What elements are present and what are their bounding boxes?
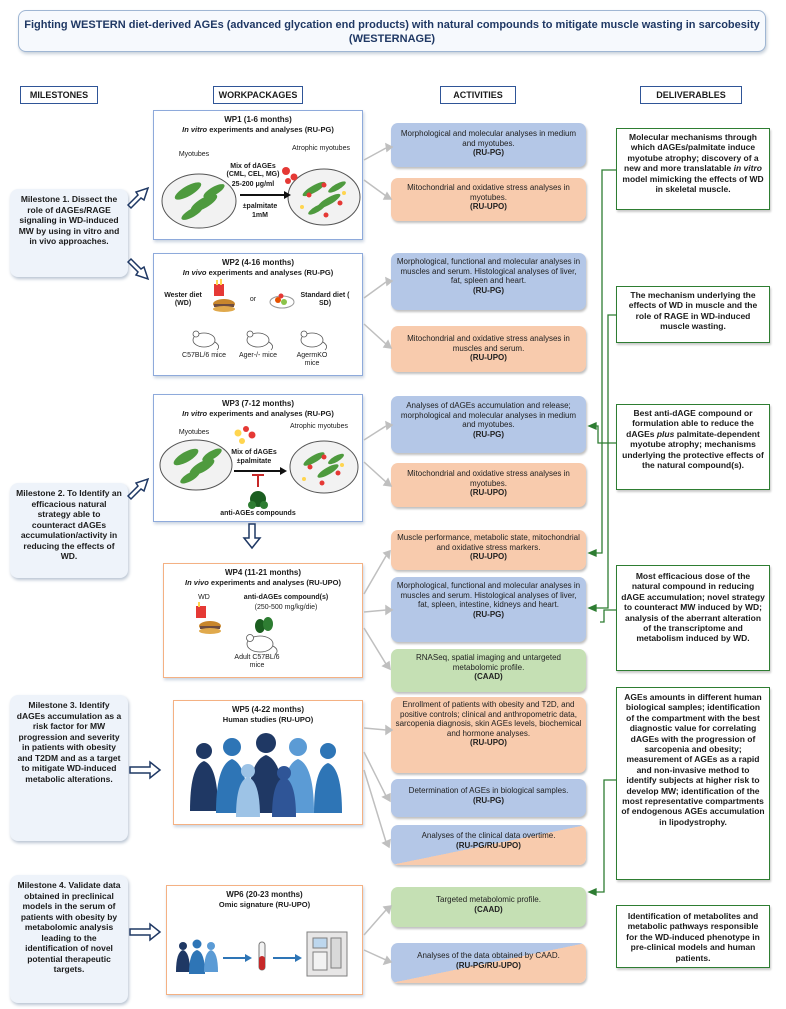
wp6-omics-illustration bbox=[176, 931, 348, 977]
activity-8: Morphological, functional and molecular … bbox=[391, 577, 586, 642]
wp4-anti-label: anti-dAGEs compound(s) bbox=[243, 594, 329, 601]
milestone-3: Milestone 3. Identify dAGEs accumulation… bbox=[10, 695, 128, 841]
activity-11: Determination of AGEs in biological samp… bbox=[391, 779, 586, 817]
wp2-mouse1-label: C57BL/6 mice bbox=[182, 352, 226, 359]
wp1-dose-label: 25-200 μg/ml bbox=[231, 181, 275, 188]
column-workpackages: WORKPACKAGES bbox=[213, 86, 303, 104]
wp4-box: WP4 (11-21 months) In vivo experiments a… bbox=[163, 563, 363, 678]
wp3-mix-label: Mix of dAGEs bbox=[231, 449, 277, 456]
activity-9: RNASeq, spatial imaging and untargeted m… bbox=[391, 649, 586, 692]
page-title: Fighting WESTERN diet-derived AGEs (adva… bbox=[18, 10, 766, 52]
wp3-box: WP3 (7-12 months) In vitro experiments a… bbox=[153, 394, 363, 522]
wp2-mouse2-label: Ager-/- mice bbox=[238, 352, 278, 359]
activity-6: Mitochondrial and oxidative stress analy… bbox=[391, 463, 586, 507]
wp3-subtitle: In vitro experiments and analyses (RU-PG… bbox=[182, 409, 334, 418]
wp4-title: WP4 (11-21 months) bbox=[224, 568, 301, 577]
activity-1: Morphological and molecular analyses in … bbox=[391, 123, 586, 167]
milestone-4: Milestone 4. Validate data obtained in p… bbox=[10, 875, 128, 1003]
wp2-subtitle: In vivo experiments and analyses (RU-PG) bbox=[182, 268, 334, 277]
column-deliverables: DELIVERABLES bbox=[640, 86, 742, 104]
wp1-subtitle: In vitro experiments and analyses (RU-PG… bbox=[182, 125, 334, 134]
activity-10: Enrollment of patients with obesity and … bbox=[391, 697, 586, 773]
wp2-title: WP2 (4-16 months) bbox=[221, 258, 294, 267]
milestone-2: Milestone 2. To Identify an efficacious … bbox=[10, 483, 128, 578]
wp4-mice-label: Adult C57BL/6 mice bbox=[234, 654, 280, 669]
column-activities: ACTIVITIES bbox=[440, 86, 516, 104]
wp5-box: WP5 (4-22 months) Human studies (RU-UPO) bbox=[173, 700, 363, 825]
wp3-myotubes-label: Myotubes bbox=[178, 429, 210, 436]
activity-3: Morphological, functional and molecular … bbox=[391, 253, 586, 310]
wp3-title: WP3 (7-12 months) bbox=[221, 399, 294, 408]
wp3-atrophic-label: Atrophic myotubes bbox=[290, 423, 348, 430]
deliverable-3: Best anti-dAGE compound or formulation a… bbox=[616, 404, 770, 490]
deliverable-4: Most efficacious dose of the natural com… bbox=[616, 565, 770, 671]
wp2-mouse3-label: AgermKO mice bbox=[296, 352, 328, 367]
wp2-sd-label: Standard diet ( SD) bbox=[300, 292, 350, 307]
activity-12: Analyses of the clinical data overtime.(… bbox=[391, 825, 586, 865]
activity-2: Mitochondrial and oxidative stress analy… bbox=[391, 178, 586, 221]
deliverable-2: The mechanism underlying the effects of … bbox=[616, 286, 770, 343]
activity-4: Mitochondrial and oxidative stress analy… bbox=[391, 326, 586, 372]
wp1-palmitate-label: ±palmitate bbox=[242, 203, 278, 210]
wp1-atrophic-label: Atrophic myotubes bbox=[292, 145, 350, 152]
wp1-illustration bbox=[161, 167, 361, 229]
wp5-subtitle: Human studies (RU-UPO) bbox=[222, 715, 314, 724]
activity-7: Muscle performance, metabolic state, mit… bbox=[391, 530, 586, 570]
wp1-box: WP1 (1-6 months) In vitro experiments an… bbox=[153, 110, 363, 240]
wp2-wd-label: Wester diet (WD) bbox=[164, 292, 202, 307]
wp1-title: WP1 (1-6 months) bbox=[224, 115, 292, 124]
deliverable-1: Molecular mechanisms through which dAGEs… bbox=[616, 128, 770, 210]
milestone-1: Milestone 1. Dissect the role of dAGEs/R… bbox=[10, 189, 128, 277]
wp6-box: WP6 (20-23 months) Omic signature (RU-UP… bbox=[166, 885, 363, 995]
wp5-title: WP5 (4-22 months) bbox=[231, 705, 304, 714]
activity-14: Analyses of the data obtained by CAAD.(R… bbox=[391, 943, 586, 983]
wp5-people-illustration bbox=[190, 733, 342, 817]
wp1-mix-label: Mix of dAGEs (CML, CEL, MG) bbox=[226, 163, 280, 178]
wp4-dose-label: (250-500 mg/kg/die) bbox=[254, 604, 318, 611]
activity-5: Analyses of dAGEs accumulation and relea… bbox=[391, 396, 586, 453]
wp4-subtitle: In vivo experiments and analyses (RU-UPO… bbox=[185, 578, 341, 587]
title-line1: Fighting WESTERN diet-derived AGEs (adva… bbox=[24, 19, 760, 31]
wp6-subtitle: Omic signature (RU-UPO) bbox=[218, 900, 311, 909]
wp1-palmitate-dose: 1mM bbox=[252, 212, 268, 219]
wp2-box: WP2 (4-16 months) In vivo experiments an… bbox=[153, 253, 363, 376]
wp4-wd-label: WD bbox=[198, 594, 210, 601]
deliverable-6: Identification of metabolites and metabo… bbox=[616, 905, 770, 968]
column-milestones: MILESTONES bbox=[20, 86, 98, 104]
activity-13: Targeted metabolomic profile.(CAAD) bbox=[391, 887, 586, 927]
wp3-anti-ages-label: anti-AGEs compounds bbox=[220, 510, 296, 517]
wp1-myotubes-label: Myotubes bbox=[178, 151, 210, 158]
deliverable-5: AGEs amounts in different human biologic… bbox=[616, 687, 770, 880]
wp3-palmitate-label: ±palmitate bbox=[236, 458, 272, 465]
wp2-illustration bbox=[192, 279, 327, 351]
wp4-illustration bbox=[196, 602, 278, 656]
title-line2: (WESTERNAGE) bbox=[348, 33, 436, 45]
wp6-title: WP6 (20-23 months) bbox=[226, 890, 303, 899]
wp3-illustration bbox=[159, 426, 359, 509]
wp2-or-label: or bbox=[249, 296, 257, 303]
